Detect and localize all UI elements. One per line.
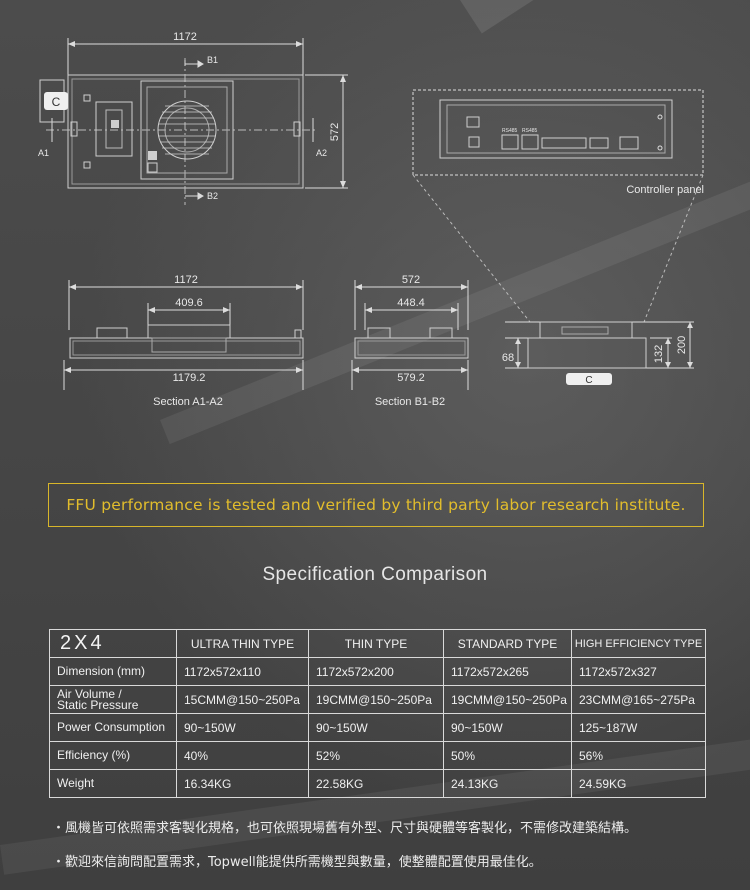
mark-a1: A1 bbox=[38, 148, 49, 158]
port-label-rs485-b: RS485 bbox=[522, 128, 538, 134]
port-label-rs485-a: RS485 bbox=[502, 128, 518, 134]
table-cell: 50% bbox=[443, 741, 572, 770]
mark-b2: B2 bbox=[207, 191, 218, 201]
top-height-dim: 572 bbox=[329, 123, 341, 141]
section-a-bottom-dim: 1179.2 bbox=[173, 372, 206, 384]
row-label-weight: Weight bbox=[49, 769, 177, 798]
table-row: Air Volume /Static Pressure 15CMM@150~25… bbox=[49, 685, 706, 714]
section-b-inner-dim: 448.4 bbox=[397, 297, 425, 309]
table-cell: 15CMM@150~250Pa bbox=[176, 685, 309, 714]
table-cell: 23CMM@165~275Pa bbox=[571, 685, 706, 714]
row-label-air-volume-text: Air Volume /Static Pressure bbox=[57, 686, 139, 712]
note-customization: ・風機皆可依照需求客製化規格，也可依照現場舊有外型、尺寸與硬體等客製化，不需修改… bbox=[52, 821, 638, 836]
header-thin: THIN TYPE bbox=[308, 629, 444, 658]
row-label-line2: Static Pressure bbox=[57, 697, 139, 712]
table-cell: 22.58KG bbox=[308, 769, 444, 798]
row-label-efficiency: Efficiency (%) bbox=[49, 741, 177, 770]
table-cell: 56% bbox=[571, 741, 706, 770]
top-width-dim: 1172 bbox=[173, 31, 197, 43]
table-row: Efficiency (%) 40% 52% 50% 56% bbox=[49, 741, 706, 770]
section-b-drawing bbox=[351, 280, 469, 390]
header-high-efficiency: HIGH EFFICIENCY TYPE bbox=[571, 629, 706, 658]
note-contact: ・歡迎來信詢問配置需求，Topwell能提供所需機型與數量，使整體配置使用最佳化… bbox=[52, 855, 542, 870]
row-label-power: Power Consumption bbox=[49, 713, 177, 742]
side-dim-200: 200 bbox=[676, 336, 688, 354]
section-b-caption: Section B1-B2 bbox=[375, 396, 445, 408]
section-a-caption: Section A1-A2 bbox=[153, 396, 223, 408]
table-row: Dimension (mm) 1172x572x110 1172x572x200… bbox=[49, 657, 706, 686]
mark-c: C bbox=[52, 95, 61, 109]
table-cell: 19CMM@150~250Pa bbox=[308, 685, 444, 714]
spec-table: 2X4 ULTRA THIN TYPE THIN TYPE STANDARD T… bbox=[49, 629, 706, 798]
section-b-bottom-dim: 579.2 bbox=[397, 372, 425, 384]
table-cell: 52% bbox=[308, 741, 444, 770]
table-cell: 90~150W bbox=[176, 713, 309, 742]
table-row: Weight 16.34KG 22.58KG 24.13KG 24.59KG bbox=[49, 769, 706, 798]
technical-drawings: C 1172 B1 B2 A1 A2 572 RS485 RS485 Contr… bbox=[38, 31, 704, 408]
table-cell: 1172x572x110 bbox=[176, 657, 309, 686]
notes: ・風機皆可依照需求客製化規格，也可依照現場舊有外型、尺寸與硬體等客製化，不需修改… bbox=[52, 818, 637, 886]
mark-c-badge bbox=[44, 92, 68, 110]
model-label: 2X4 bbox=[49, 629, 177, 658]
section-b-top-dim: 572 bbox=[402, 274, 420, 286]
top-view-drawing bbox=[39, 38, 348, 205]
table-header-row: 2X4 ULTRA THIN TYPE THIN TYPE STANDARD T… bbox=[49, 629, 706, 658]
table-cell: 90~150W bbox=[308, 713, 444, 742]
row-label-dimension: Dimension (mm) bbox=[49, 657, 177, 686]
notice-banner: FFU performance is tested and verified b… bbox=[48, 483, 704, 527]
section-a-drawing bbox=[63, 280, 304, 390]
side-left-dim: 68 bbox=[502, 352, 514, 364]
table-cell: 1172x572x327 bbox=[571, 657, 706, 686]
side-detail-drawing bbox=[505, 321, 694, 369]
row-label-air-volume: Air Volume /Static Pressure bbox=[49, 685, 177, 714]
side-dim-132: 132 bbox=[653, 345, 665, 363]
side-mark-c-badge bbox=[566, 373, 612, 385]
table-cell: 40% bbox=[176, 741, 309, 770]
spec-title: Specification Comparison bbox=[262, 564, 488, 585]
header-ultra-thin: ULTRA THIN TYPE bbox=[176, 629, 309, 658]
header-standard: STANDARD TYPE bbox=[443, 629, 572, 658]
controller-panel-caption: Controller panel bbox=[626, 184, 704, 196]
table-cell: 90~150W bbox=[443, 713, 572, 742]
side-mark-c: C bbox=[585, 375, 592, 386]
table-cell: 1172x572x200 bbox=[308, 657, 444, 686]
table-cell: 1172x572x265 bbox=[443, 657, 572, 686]
mark-a2: A2 bbox=[316, 148, 327, 158]
controller-panel-drawing bbox=[412, 89, 704, 323]
table-cell: 24.13KG bbox=[443, 769, 572, 798]
table-cell: 19CMM@150~250Pa bbox=[443, 685, 572, 714]
table-cell: 125~187W bbox=[571, 713, 706, 742]
mark-b1: B1 bbox=[207, 55, 218, 65]
section-a-inner-dim: 409.6 bbox=[175, 297, 203, 309]
table-cell: 24.59KG bbox=[571, 769, 706, 798]
section-a-top-dim: 1172 bbox=[174, 274, 198, 286]
table-row: Power Consumption 90~150W 90~150W 90~150… bbox=[49, 713, 706, 742]
row-label-line1: Air Volume / bbox=[57, 686, 122, 701]
table-cell: 16.34KG bbox=[176, 769, 309, 798]
